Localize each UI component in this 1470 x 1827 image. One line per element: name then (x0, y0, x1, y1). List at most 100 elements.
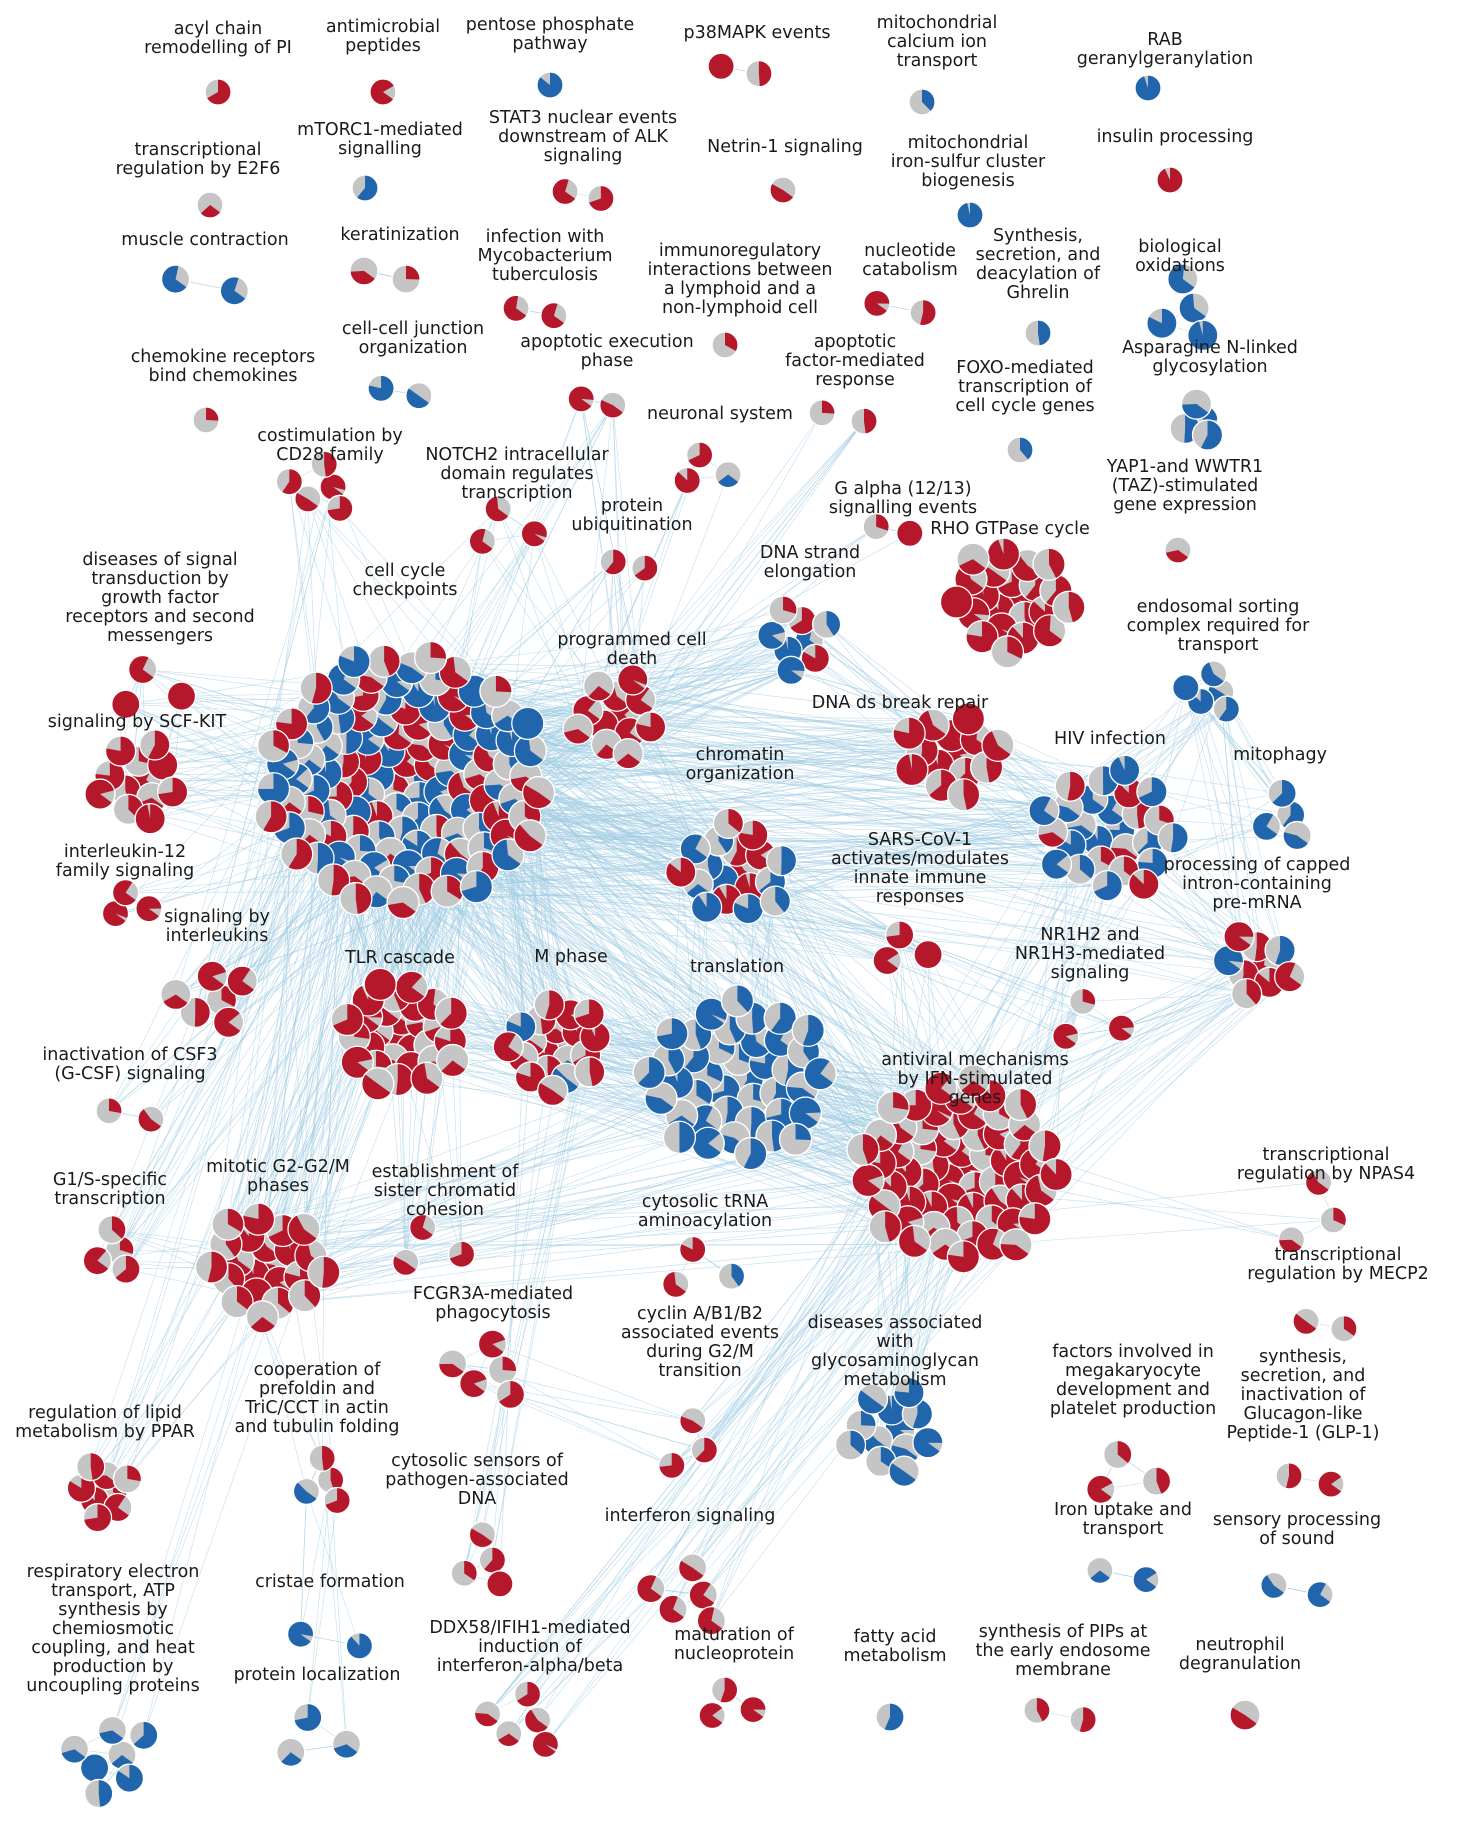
pie-node[interactable] (745, 60, 773, 88)
pie-node[interactable] (1230, 978, 1263, 1010)
pie-node[interactable] (307, 1255, 341, 1289)
pie-node[interactable] (256, 728, 291, 763)
pie-node[interactable] (1251, 811, 1282, 842)
pie-node[interactable] (913, 939, 943, 970)
pie-node[interactable] (965, 620, 999, 654)
pie-node[interactable] (1032, 547, 1066, 581)
pie-node[interactable] (540, 302, 568, 330)
pie-node[interactable] (714, 461, 742, 489)
pie-node[interactable] (241, 1202, 276, 1236)
pie-node[interactable] (999, 1228, 1033, 1262)
pie-node[interactable] (256, 772, 291, 806)
pie-node[interactable] (757, 620, 787, 651)
pie-node[interactable] (405, 382, 433, 410)
pie-node[interactable] (1003, 1087, 1038, 1122)
pie-node[interactable] (776, 655, 806, 686)
pie-node[interactable] (1264, 934, 1296, 966)
pie-node[interactable] (634, 711, 667, 743)
pie-node[interactable] (111, 1254, 141, 1284)
pie-node[interactable] (511, 706, 545, 741)
pie-node[interactable] (537, 1074, 569, 1107)
pie-node[interactable] (66, 1473, 97, 1503)
pie-node[interactable] (369, 78, 397, 106)
pie-node[interactable] (1172, 674, 1200, 702)
pie-node[interactable] (892, 716, 926, 750)
pie-node[interactable] (299, 671, 333, 705)
pie-node[interactable] (1107, 1014, 1136, 1042)
pie-node[interactable] (1164, 536, 1192, 564)
pie-node[interactable] (1212, 695, 1240, 723)
pie-node[interactable] (1141, 1466, 1172, 1496)
pie-node[interactable] (856, 1383, 889, 1415)
pie-node[interactable] (161, 264, 191, 294)
pie-node[interactable] (226, 965, 258, 997)
pie-node[interactable] (924, 1071, 958, 1105)
pie-node[interactable] (308, 1444, 336, 1472)
pie-node[interactable] (139, 729, 171, 761)
pie-node[interactable] (1028, 794, 1060, 827)
pie-node[interactable] (479, 674, 513, 708)
pie-node[interactable] (1052, 1022, 1080, 1050)
pie-node[interactable] (434, 996, 468, 1030)
pie-node[interactable] (808, 399, 836, 427)
pie-node[interactable] (1033, 614, 1067, 648)
pie-node[interactable] (1267, 778, 1297, 808)
pie-node[interactable] (326, 494, 354, 522)
pie-node[interactable] (438, 1349, 468, 1379)
pie-node[interactable] (956, 542, 990, 576)
pie-node[interactable] (1028, 1129, 1062, 1163)
pie-node[interactable] (514, 1061, 547, 1093)
pie-node[interactable] (213, 1006, 245, 1038)
pie-node[interactable] (981, 728, 1015, 762)
pie-node[interactable] (573, 998, 605, 1030)
pie-node[interactable] (1113, 777, 1145, 809)
pie-node[interactable] (732, 892, 764, 925)
pie-node[interactable] (1091, 870, 1123, 902)
pie-node[interactable] (768, 595, 798, 625)
pie-node[interactable] (339, 881, 373, 916)
pie-node[interactable] (986, 537, 1021, 571)
pie-node[interactable] (976, 1227, 1010, 1261)
pie-node[interactable] (951, 702, 986, 736)
pie-node[interactable] (662, 1120, 697, 1154)
pie-node[interactable] (82, 1246, 113, 1276)
pie-node[interactable] (211, 1207, 245, 1241)
pie-node[interactable] (513, 734, 548, 768)
pie-node[interactable] (386, 885, 420, 920)
pie-node[interactable] (1180, 388, 1213, 420)
pie-node[interactable] (287, 1212, 321, 1246)
pie-node[interactable] (791, 1013, 825, 1047)
pie-node[interactable] (491, 838, 525, 872)
pie-node[interactable] (82, 1502, 113, 1533)
pie-node[interactable] (414, 640, 448, 675)
pie-node[interactable] (632, 1055, 666, 1090)
pie-node[interactable] (662, 1270, 690, 1298)
pie-node[interactable] (436, 1043, 470, 1078)
pie-node[interactable] (1304, 1168, 1333, 1197)
pie-node[interactable] (655, 1016, 689, 1051)
pie-node[interactable] (850, 407, 878, 435)
pie-node[interactable] (97, 1215, 127, 1245)
pie-node[interactable] (946, 1240, 981, 1274)
pie-node[interactable] (1212, 945, 1245, 977)
pie-node[interactable] (946, 778, 981, 812)
pie-node[interactable] (1052, 590, 1086, 624)
pie-node[interactable] (896, 519, 924, 547)
pie-node[interactable] (1167, 263, 1199, 295)
pie-node[interactable] (135, 895, 163, 923)
pie-node[interactable] (520, 520, 549, 548)
pie-node[interactable] (95, 1097, 123, 1125)
pie-node[interactable] (488, 1355, 518, 1385)
pie-node[interactable] (84, 778, 116, 810)
pie-node[interactable] (665, 856, 697, 888)
pie-node[interactable] (1274, 961, 1306, 993)
pie-node[interactable] (778, 1122, 813, 1157)
pie-node[interactable] (367, 644, 401, 678)
pie-node[interactable] (349, 256, 379, 286)
pie-node[interactable] (363, 967, 397, 1002)
pie-node[interactable] (694, 997, 728, 1031)
pie-node[interactable] (1282, 820, 1312, 851)
pie-node[interactable] (111, 879, 140, 907)
pie-node[interactable] (1191, 419, 1224, 451)
pie-node[interactable] (1178, 292, 1210, 324)
